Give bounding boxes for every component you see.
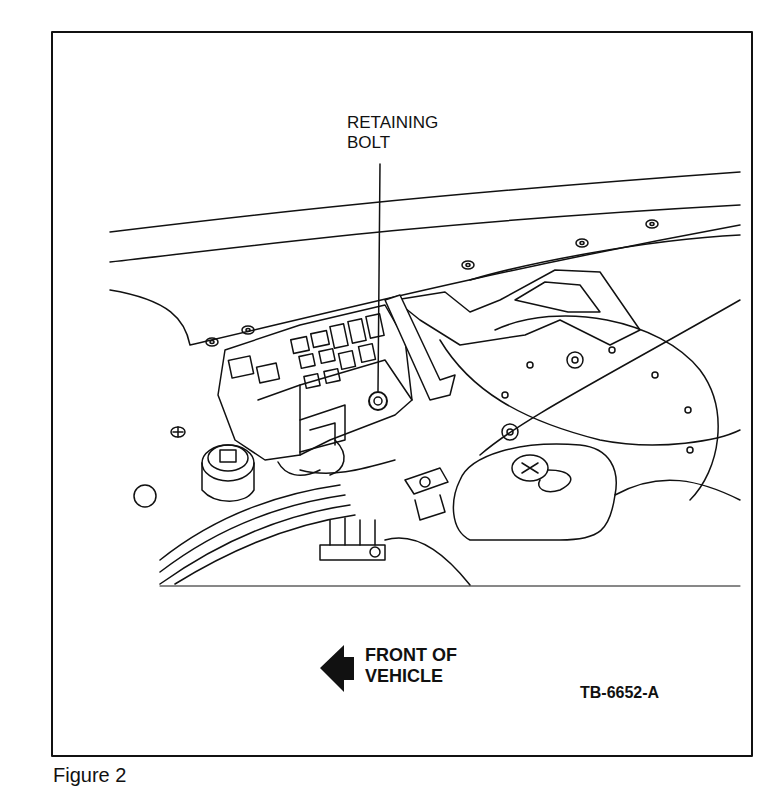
bolt-head [171, 427, 185, 437]
cowl-panel [110, 225, 740, 345]
hose-clamp [415, 495, 445, 520]
bolt-head [173, 427, 183, 437]
fender-panel [480, 300, 740, 455]
air-duct [515, 282, 600, 312]
fender-panel [440, 340, 740, 445]
mounting-bracket [385, 295, 455, 400]
direction-arrow [320, 645, 354, 692]
figure-frame [52, 32, 752, 756]
retaining-bolt [374, 397, 382, 405]
cowl-edge [110, 205, 740, 262]
brake-lines [160, 460, 470, 585]
cowl-panel [470, 235, 740, 280]
illustration-edge [160, 586, 740, 587]
washer-reservoir [453, 444, 740, 540]
cowl-bolts [206, 220, 658, 346]
direction-label: FRONT OF VEHICLE [365, 645, 495, 686]
fuse-box [218, 305, 412, 475]
air-duct [395, 270, 640, 345]
leader-line [378, 164, 380, 391]
hose-clamp [420, 477, 430, 487]
part-label: RETAINING BOLT [347, 113, 467, 152]
figure-caption: Figure 2 [53, 764, 126, 787]
retaining-bolt [369, 392, 387, 410]
cowl-edge [110, 172, 740, 232]
drawing-number: TB-6652-A [580, 684, 659, 702]
bolt-head [134, 485, 156, 507]
reservoir-cap [202, 445, 254, 501]
hose-clamp [405, 468, 448, 494]
